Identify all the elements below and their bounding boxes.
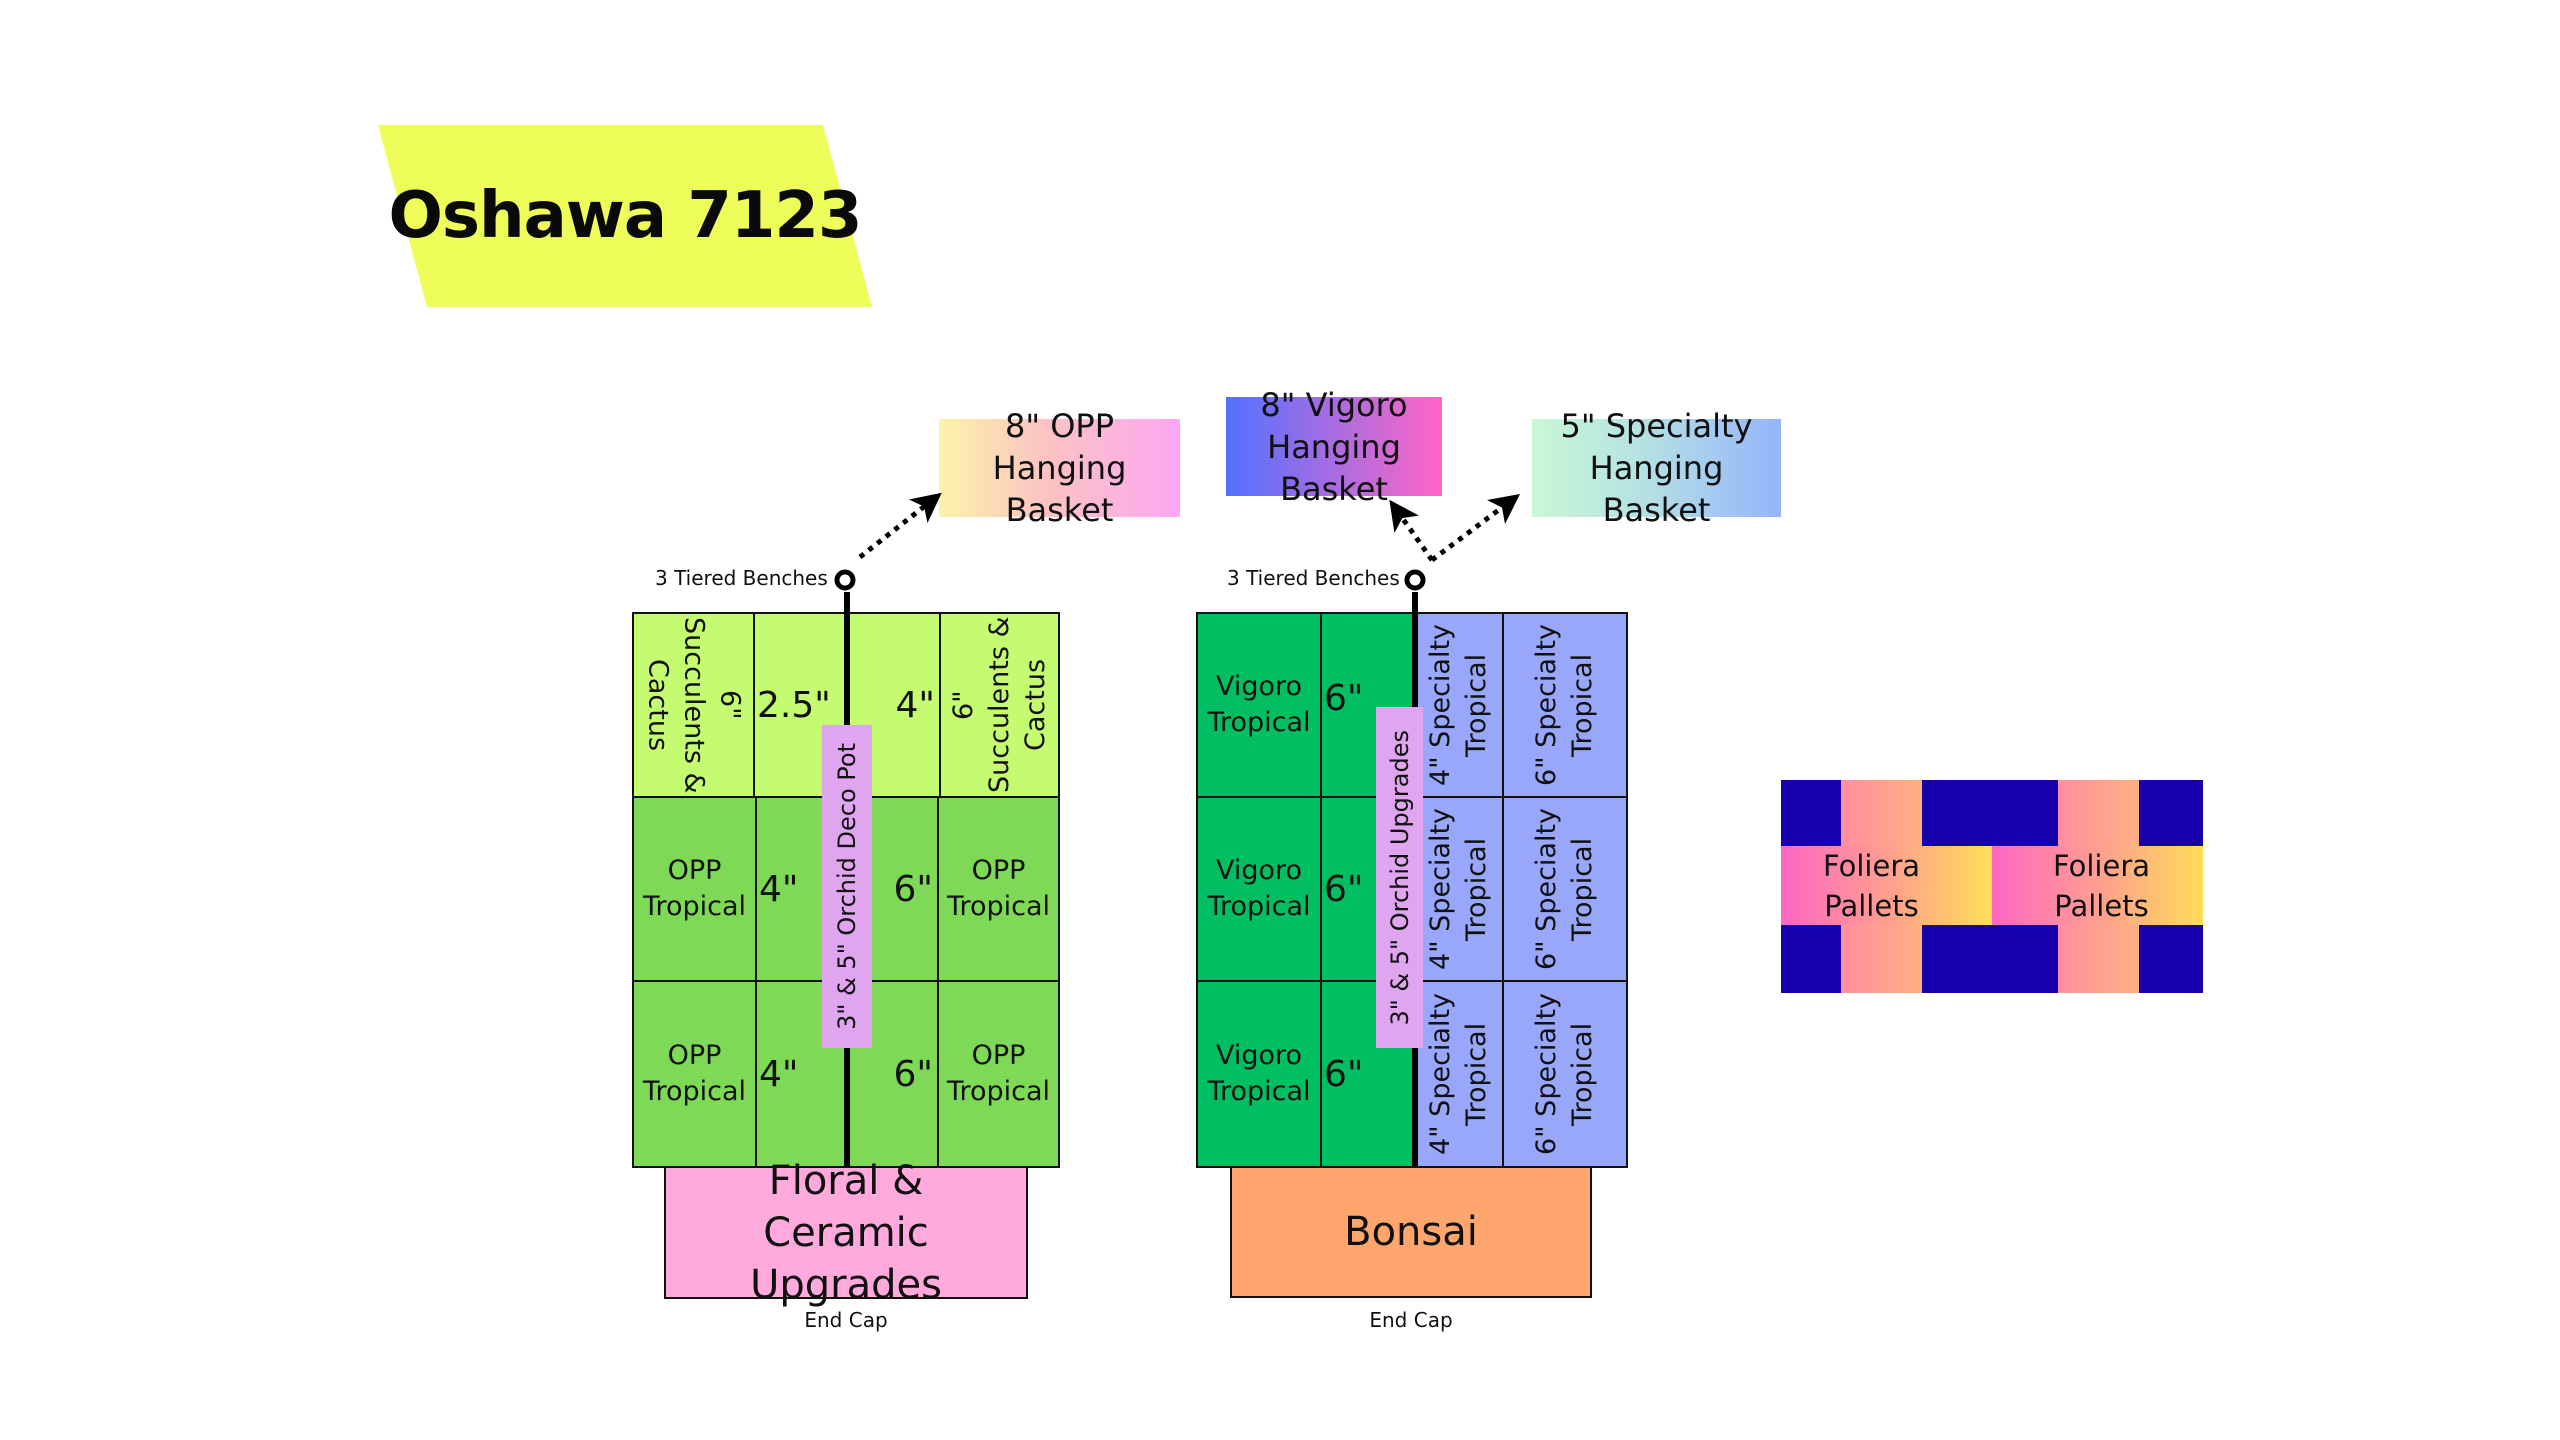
left-bench-cell: 6" Succulents & Cactus (939, 612, 1060, 798)
left-bench-label: 3 Tiered Benches (655, 566, 828, 590)
right-bench-label: 3 Tiered Benches (1227, 566, 1400, 590)
endcap-label: Bonsai (1344, 1209, 1478, 1255)
right-bench-cell: 6" Specialty Tropical (1502, 980, 1628, 1168)
cell-label: 4" (895, 684, 935, 726)
cell-label: 6" Specialty Tropical (1531, 623, 1598, 787)
opp-hanging-basket: 8" OPP Hanging Basket (939, 407, 1180, 529)
left-bench-marker-icon (834, 569, 856, 591)
pallet-label-text: Foliera Pallets (1822, 848, 1921, 923)
cell-label: 4" Specialty Tropical (1425, 807, 1492, 971)
cell-label: Vigoro Tropical (1207, 855, 1311, 922)
pallet-label-text: Foliera Pallets (2052, 848, 2151, 923)
orchid-strip-label: 3" & 5" Orchid Upgrades (1385, 729, 1414, 1026)
right-bench-cell: Vigoro Tropical (1196, 796, 1322, 982)
cell-label: Vigoro Tropical (1207, 1040, 1311, 1107)
cell-label: 2.5" (757, 684, 831, 726)
right-bench-cell: 6" (1320, 612, 1416, 798)
cell-label: 4" (759, 1053, 799, 1095)
pallet-label: Foliera Pallets (1992, 846, 2203, 925)
cell-label: OPP Tropical (946, 855, 1051, 922)
right-bench-cell: 4" Specialty Tropical (1414, 980, 1504, 1168)
cell-label: 6" Succulents & Cactus (642, 616, 746, 794)
orchid-upgrades-strip: 3" & 5" Orchid Upgrades (1376, 707, 1423, 1048)
pallet-horizontal-band (1992, 846, 2203, 925)
cell-label: 6" Specialty Tropical (1531, 992, 1598, 1156)
cell-label: OPP Tropical (642, 1040, 747, 1107)
orchid-deco-pot-strip: 3" & 5" Orchid Deco Pot (822, 725, 872, 1048)
pallet-horizontal-band (1781, 846, 1992, 925)
right-endcap-caption: End Cap (1369, 1308, 1453, 1332)
cell-label: 6" (893, 1053, 933, 1095)
cell-label: 6" (1324, 678, 1364, 719)
right-bench-cell: 6" Specialty Tropical (1502, 612, 1628, 798)
left-bench-cell: OPP Tropical (632, 796, 757, 982)
opp-hanging-basket-label: 8" OPP Hanging Basket (992, 407, 1127, 529)
right-bench-cell: 6" Specialty Tropical (1502, 796, 1628, 982)
cell-label: 4" Specialty Tropical (1425, 623, 1492, 787)
left-endcap-caption: End Cap (804, 1308, 888, 1332)
endcap-label: Floral & Ceramic Upgrades (750, 1157, 942, 1308)
page-title: Oshawa 7123 (388, 179, 863, 253)
specialty-basket-arrow (1430, 494, 1520, 562)
left-bench-cell: OPP Tropical (632, 980, 757, 1168)
cell-label: 6" (1324, 1053, 1364, 1095)
cell-label: OPP Tropical (946, 1040, 1051, 1107)
cell-label: 4" Specialty Tropical (1425, 992, 1492, 1156)
right-bench-cell: Vigoro Tropical (1196, 612, 1322, 798)
cell-label: 4" (759, 868, 799, 910)
vigoro-hanging-basket: 8" Vigoro Hanging Basket (1226, 386, 1442, 508)
left-bench-cell: 6" Succulents & Cactus (632, 612, 755, 798)
right-bench-cell: Vigoro Tropical (1196, 980, 1322, 1168)
vigoro-basket-arrow (1389, 499, 1435, 562)
right-bench-marker-icon (1404, 569, 1426, 591)
cell-label: 6" Succulents & Cactus (947, 616, 1051, 794)
cell-label: Vigoro Tropical (1207, 671, 1311, 738)
cell-label: OPP Tropical (642, 855, 747, 922)
right-bench-cell: 4" Specialty Tropical (1414, 796, 1504, 982)
floral-ceramic-endcap: Floral & Ceramic Upgrades (664, 1158, 1028, 1308)
foliera-pallet: Foliera Pallets (1781, 780, 1992, 993)
cell-label: 6" (1324, 868, 1364, 910)
left-basket-arrow (858, 492, 942, 559)
vigoro-hanging-basket-label: 8" Vigoro Hanging Basket (1260, 385, 1408, 508)
left-bench-cell: OPP Tropical (937, 980, 1060, 1168)
cell-label: 6" Specialty Tropical (1531, 807, 1598, 971)
cell-label: 6" (893, 868, 933, 910)
bonsai-endcap: Bonsai (1230, 1166, 1592, 1298)
left-bench: 6" Succulents & Cactus 2.5" 4" 6" Succul… (632, 592, 1060, 1168)
right-bench-cell: 4" Specialty Tropical (1414, 612, 1504, 798)
right-bench: Vigoro Tropical 6" 4" Specialty Tropical… (1196, 592, 1628, 1168)
left-bench-cell: OPP Tropical (937, 796, 1060, 982)
specialty-hanging-basket-label: 5" Specialty Hanging Basket (1560, 407, 1753, 529)
title-banner (378, 125, 872, 307)
orchid-strip-label: 3" & 5" Orchid Deco Pot (833, 743, 861, 1030)
pallet-label: Foliera Pallets (1781, 846, 1992, 925)
specialty-hanging-basket: 5" Specialty Hanging Basket (1532, 407, 1781, 529)
foliera-pallet: Foliera Pallets (1992, 780, 2203, 993)
